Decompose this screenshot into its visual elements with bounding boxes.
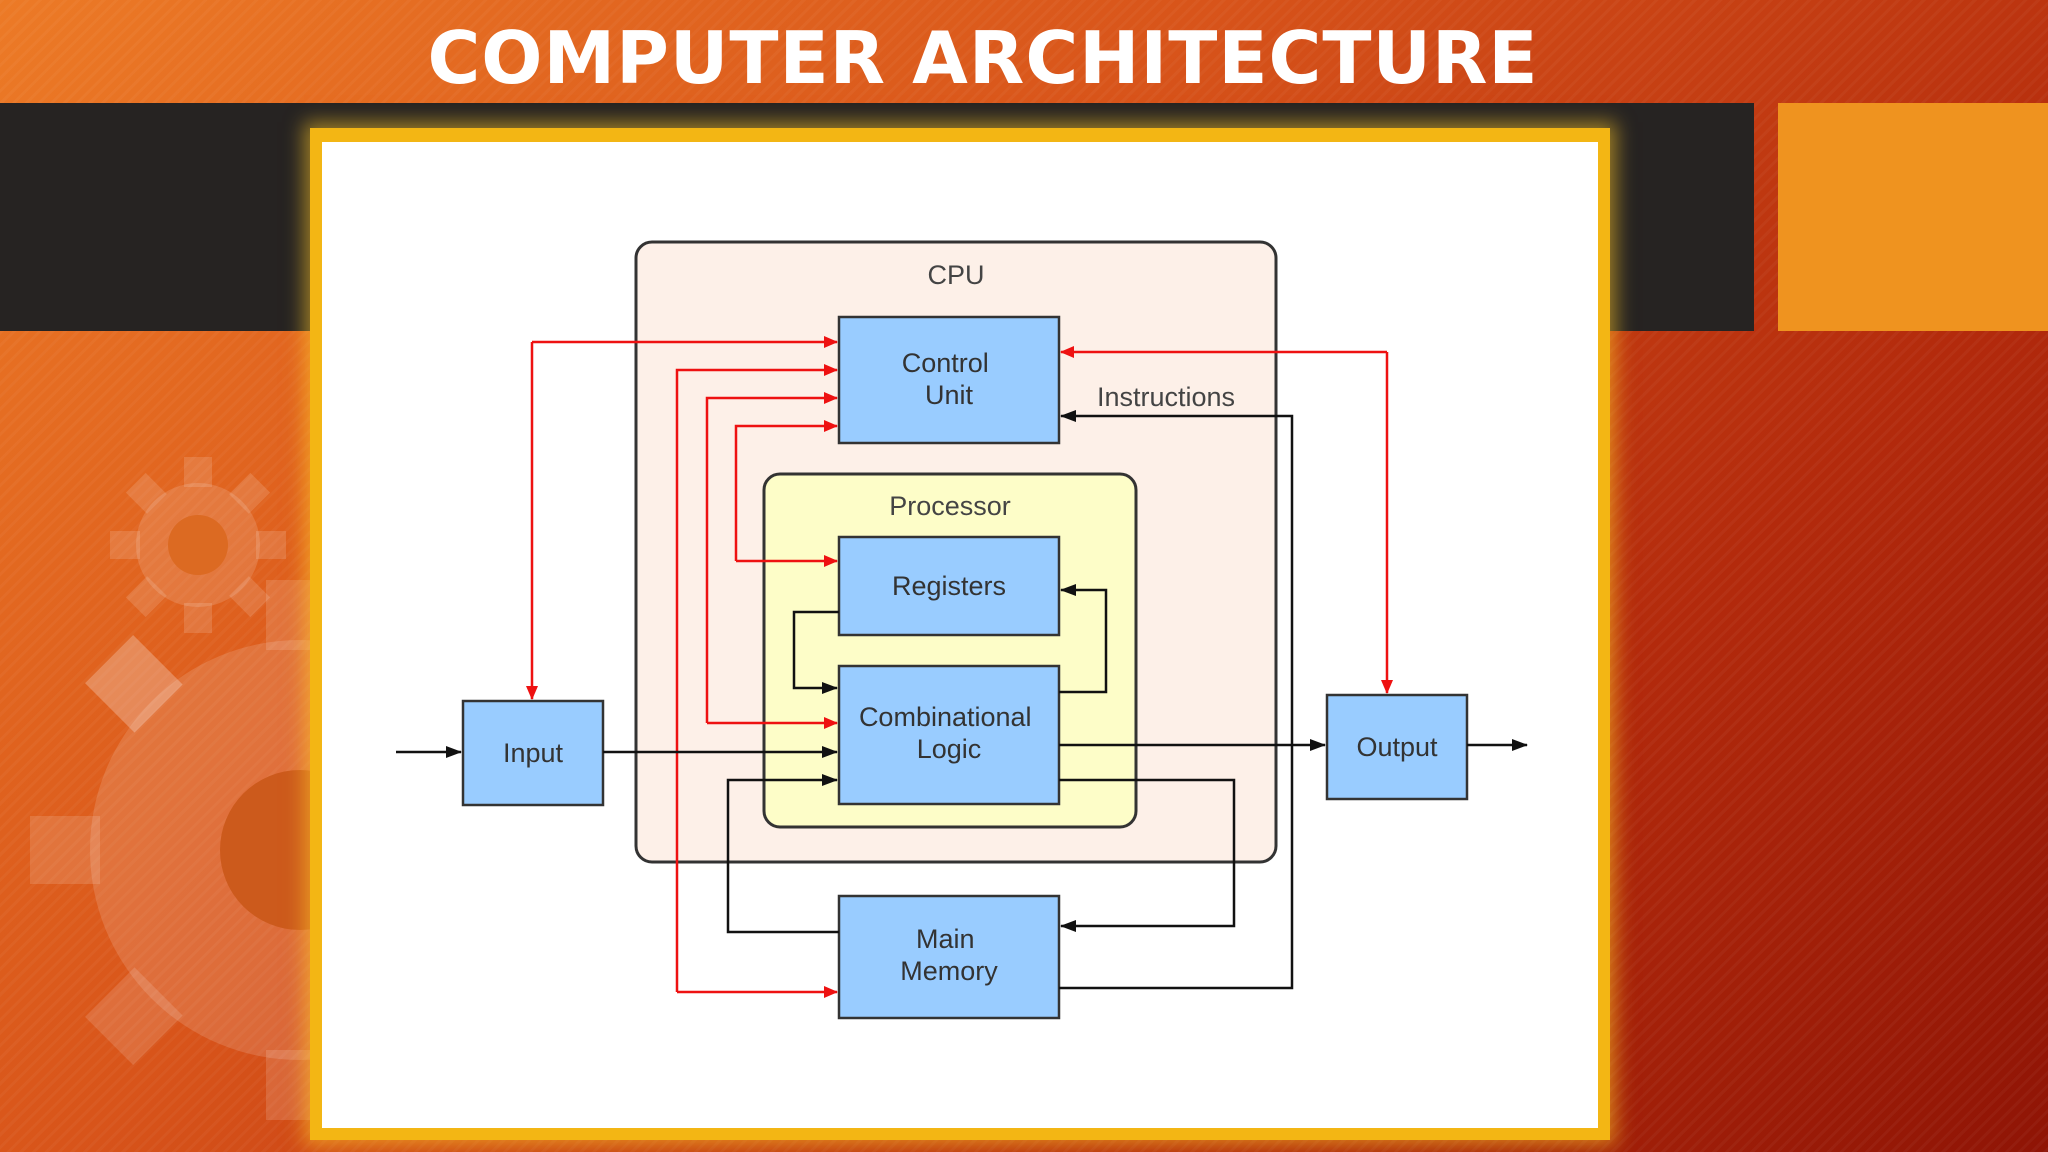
- combinational-logic-label: Combinational Logic: [859, 702, 1039, 764]
- input-label: Input: [503, 738, 564, 768]
- data-arrow-instructions: [1059, 410, 1294, 990]
- data-arrow-logic-to-registers: [1059, 584, 1108, 694]
- diagram-frame: CPU Processor Control Unit Registers Com…: [310, 128, 1610, 1140]
- diagram-panel: CPU Processor Control Unit Registers Com…: [322, 142, 1598, 1128]
- data-arrow-registers-to-logic: [792, 610, 839, 694]
- slide-title: COMPUTER ARCHITECTURE: [427, 16, 1539, 100]
- instructions-label: Instructions: [1097, 382, 1235, 412]
- output-label: Output: [1356, 732, 1438, 762]
- input-box: [461, 699, 605, 807]
- data-arrow-memory-to-logic: [726, 774, 839, 934]
- accent-block: [1778, 103, 2048, 331]
- processor-label: Processor: [889, 491, 1011, 521]
- combinational-logic-box: [837, 664, 1061, 806]
- registers-box: [837, 535, 1061, 637]
- output-box: [1325, 693, 1469, 801]
- cpu-label: CPU: [927, 260, 984, 290]
- architecture-diagram: CPU Processor Control Unit Registers Com…: [396, 240, 1528, 1020]
- registers-label: Registers: [892, 571, 1006, 601]
- control-arrow-to-cu-3: [705, 392, 838, 723]
- gear-icon: [30, 457, 330, 1120]
- data-arrow-logic-to-memory: [1059, 778, 1236, 932]
- control-unit-box: [837, 315, 1061, 445]
- main-memory-box: [837, 894, 1061, 1020]
- control-arrow-to-cu-2: [675, 364, 838, 992]
- control-unit-label: Control Unit: [902, 348, 997, 410]
- main-memory-label: Main Memory: [900, 924, 998, 986]
- control-arrow-to-cu-4: [734, 420, 838, 561]
